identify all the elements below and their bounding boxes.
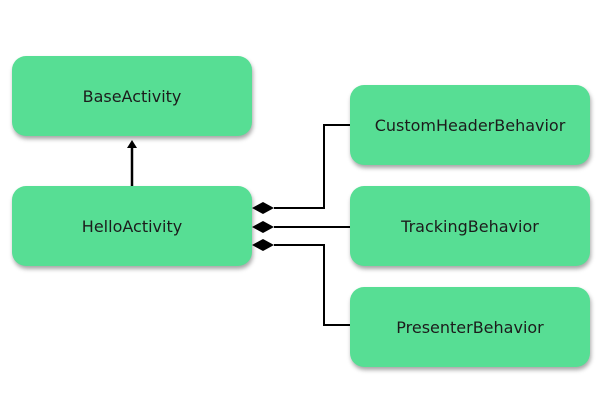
edge-hello-to-custom	[252, 124, 350, 214]
node-base-activity: BaseActivity	[12, 56, 252, 136]
arrowhead-icon	[127, 140, 137, 148]
edge-hello-to-base	[127, 140, 137, 186]
edge-hello-to-tracking	[252, 221, 350, 233]
node-tracking-behavior: TrackingBehavior	[350, 186, 590, 266]
edge-hello-to-presenter	[252, 239, 350, 326]
node-label: TrackingBehavior	[401, 216, 539, 236]
node-presenter-behavior: PresenterBehavior	[350, 287, 590, 367]
node-custom-header-behavior: CustomHeaderBehavior	[350, 85, 590, 165]
diamond-icon	[252, 221, 274, 233]
node-label: CustomHeaderBehavior	[374, 115, 566, 135]
node-hello-activity: HelloActivity	[12, 186, 252, 266]
node-label: HelloActivity	[81, 216, 183, 236]
node-label: PresenterBehavior	[396, 317, 544, 337]
node-label: BaseActivity	[82, 86, 182, 106]
diamond-icon	[252, 202, 274, 214]
diamond-icon	[252, 239, 274, 251]
